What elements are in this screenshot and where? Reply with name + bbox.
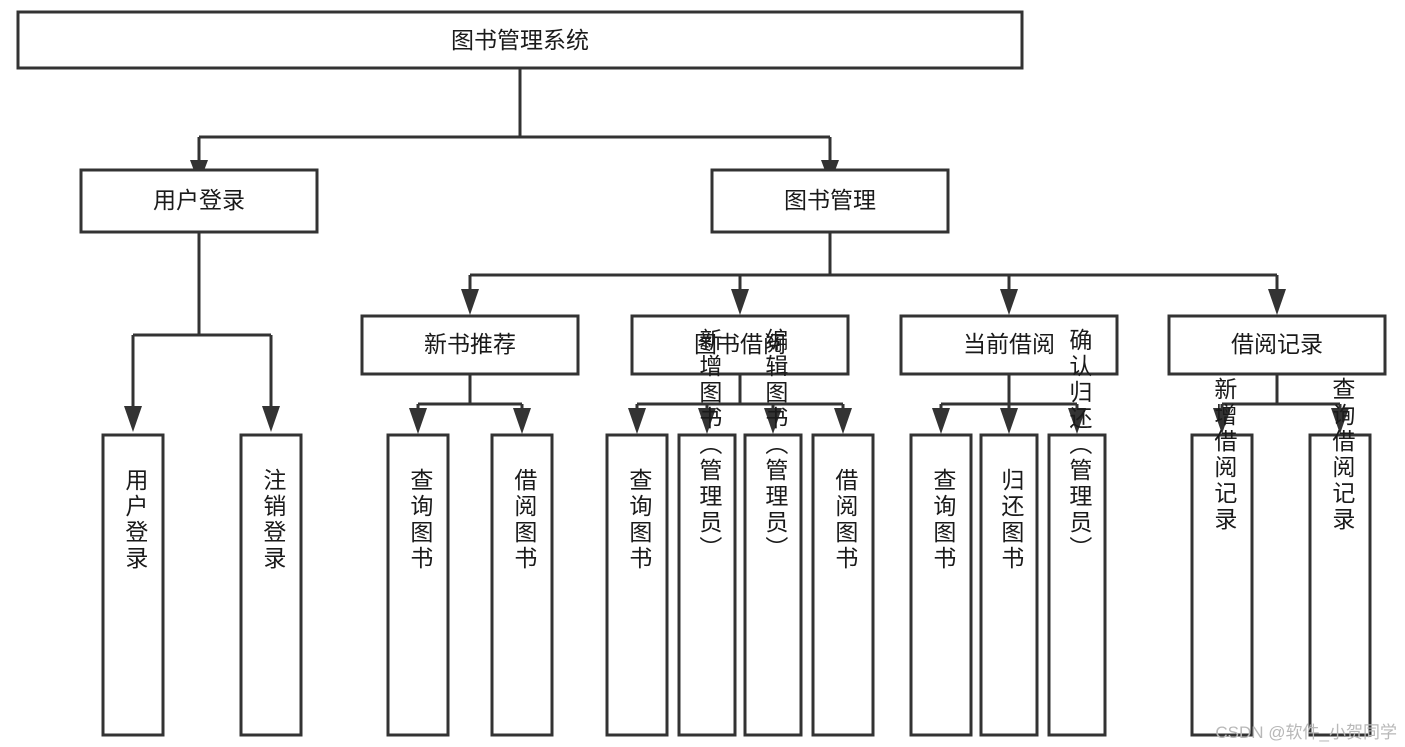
arrow-head-current-borrow [1000, 289, 1018, 315]
node-new-book-recommend[interactable]: 新书推荐 [360, 314, 580, 376]
leaf-query-borrow-record[interactable]: 查询借阅记录 [1308, 377, 1372, 737]
leaf-borrow-book-borrow-label: 借阅图书 [832, 468, 859, 572]
node-current-borrow[interactable]: 当前借阅 [899, 314, 1119, 376]
arrow-head-new-book-recommend [461, 289, 479, 315]
leaf-query-book-borrow[interactable]: 查询图书 [605, 433, 669, 737]
node-borrow-record[interactable]: 借阅记录 [1167, 314, 1387, 376]
leaf-return-book-label: 归还图书 [998, 468, 1025, 572]
arrow-head-leaf-query-book-1 [409, 408, 427, 434]
leaf-query-borrow-record-label: 查询借阅记录 [1329, 377, 1356, 533]
leaf-add-borrow-record[interactable]: 新增借阅记录 [1190, 377, 1254, 737]
leaf-confirm-return-label: 确认归还（管理员） [1066, 328, 1093, 562]
node-book-borrow-label: 图书借阅 [694, 331, 786, 357]
leaf-query-book-current-label: 查询图书 [930, 468, 957, 572]
leaf-borrow-book-borrow[interactable]: 借阅图书 [811, 433, 875, 737]
node-borrow-record-label: 借阅记录 [1231, 331, 1323, 357]
leaf-user-login-label: 用户登录 [122, 468, 149, 572]
leaf-logout-label: 注销登录 [260, 468, 287, 572]
leaf-add-book[interactable]: 新增图书（管理员） [677, 328, 737, 737]
leaf-add-borrow-record-label: 新增借阅记录 [1211, 377, 1238, 533]
connector-current-borrow-bus [939, 374, 1079, 411]
arrow-head-leaf-query-book-3 [932, 408, 950, 434]
arrow-head-book-borrow [731, 289, 749, 315]
leaf-confirm-return[interactable]: 确认归还（管理员） [1047, 328, 1107, 737]
leaf-edit-book[interactable]: 编辑图书（管理员） [743, 328, 803, 737]
node-user-login-label: 用户登录 [153, 187, 245, 213]
connector-book-manage-bus [468, 232, 1279, 292]
leaf-edit-book-label: 编辑图书（管理员） [762, 328, 789, 562]
arrow-head-leaf-confirm-return [1068, 408, 1086, 434]
leaf-borrow-book-recommend[interactable]: 借阅图书 [490, 433, 554, 737]
leaf-query-book-recommend[interactable]: 查询图书 [386, 433, 450, 737]
connector-layer [124, 68, 1349, 434]
arrow-head-leaf-add-record [1213, 408, 1231, 434]
arrow-head-leaf-return-book [1000, 408, 1018, 434]
arrow-head-leaf-edit-book [764, 408, 782, 434]
leaf-query-book-recommend-label: 查询图书 [407, 468, 434, 572]
leaf-query-book-borrow-label: 查询图书 [626, 468, 653, 572]
arrow-head-leaf-borrow-book-2 [834, 408, 852, 434]
arrow-head-leaf-logout [262, 406, 280, 432]
arrow-head-borrow-record [1268, 289, 1286, 315]
node-book-borrow[interactable]: 图书借阅 [630, 314, 850, 376]
arrow-head-leaf-query-record [1331, 408, 1349, 434]
leaf-logout[interactable]: 注销登录 [239, 433, 303, 737]
connector-user-login-bus [131, 232, 273, 409]
arrow-head-leaf-add-book [698, 408, 716, 434]
arrow-head-leaf-borrow-book-1 [513, 408, 531, 434]
node-root[interactable]: 图书管理系统 [16, 10, 1024, 70]
leaf-borrow-book-recommend-label: 借阅图书 [511, 468, 538, 572]
connector-root-to-level2-bus [197, 68, 832, 163]
leaf-add-book-label: 新增图书（管理员） [696, 328, 723, 562]
arrow-head-leaf-user-login [124, 406, 142, 432]
node-user-login[interactable]: 用户登录 [79, 168, 319, 234]
leaf-query-book-current[interactable]: 查询图书 [909, 433, 973, 737]
node-book-manage-label: 图书管理 [784, 187, 876, 213]
node-new-book-recommend-label: 新书推荐 [424, 331, 516, 357]
leaf-user-login[interactable]: 用户登录 [101, 433, 165, 737]
node-root-label: 图书管理系统 [451, 27, 589, 53]
arrow-head-leaf-query-book-2 [628, 408, 646, 434]
connector-borrow-record-bus [1220, 374, 1342, 411]
connector-book-borrow-bus [635, 374, 845, 411]
leaf-return-book[interactable]: 归还图书 [979, 433, 1039, 737]
node-book-manage[interactable]: 图书管理 [710, 168, 950, 234]
connector-new-book-recommend-bus [416, 374, 524, 411]
node-current-borrow-label: 当前借阅 [963, 331, 1055, 357]
